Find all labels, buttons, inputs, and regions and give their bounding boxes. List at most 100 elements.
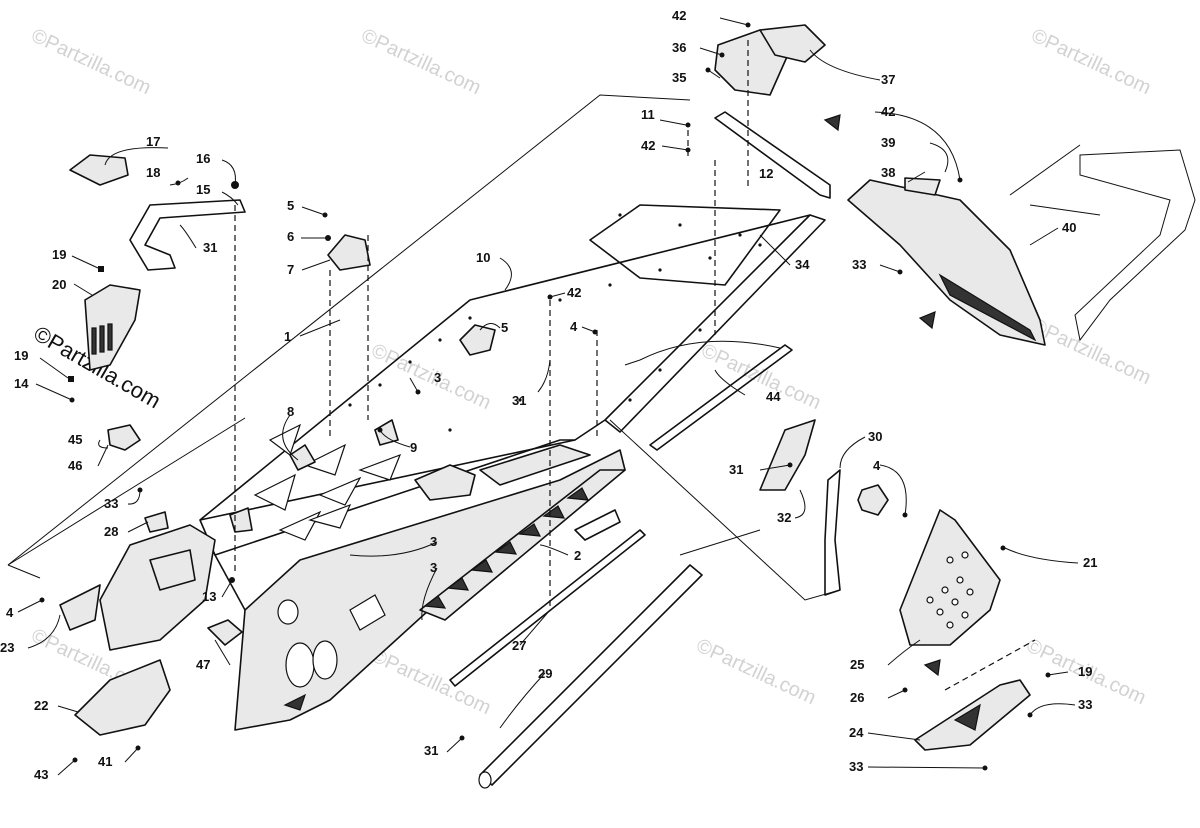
- plate-25-holes: [926, 551, 974, 629]
- tunnel-hole: [312, 640, 338, 680]
- reflector-39: [904, 177, 941, 196]
- callout-29: 29: [538, 666, 552, 681]
- callout-28: 28: [104, 524, 118, 539]
- callout-18: 18: [146, 165, 160, 180]
- callout-12: 12: [759, 166, 773, 181]
- rail-44: [649, 344, 793, 451]
- bracket-45: [107, 424, 141, 451]
- callout-46: 46: [68, 458, 82, 473]
- rear-parts: [714, 24, 1196, 346]
- callout-42: 42: [881, 104, 895, 119]
- fasteners: [39, 22, 1051, 771]
- bracket-9: [414, 464, 476, 501]
- callout-15: 15: [196, 182, 210, 197]
- cap-37: [759, 24, 826, 63]
- callout-5: 5: [287, 198, 294, 213]
- callout-2: 2: [574, 548, 581, 563]
- bracket-47: [207, 619, 243, 646]
- callout-41: 41: [98, 754, 112, 769]
- upper-rail: [479, 444, 591, 486]
- rail-27: [449, 529, 646, 687]
- leader-lines: [17, 17, 1079, 776]
- callout-38: 38: [881, 165, 895, 180]
- callout-42: 42: [672, 8, 686, 23]
- callout-4: 4: [6, 605, 14, 620]
- callout-40: 40: [1062, 220, 1076, 235]
- callout-10: 10: [476, 250, 490, 265]
- callout-3: 3: [430, 534, 437, 549]
- rivets: [348, 213, 762, 432]
- callout-23: 23: [0, 640, 14, 655]
- steering-bracket: [69, 154, 246, 371]
- callout-16: 16: [196, 151, 210, 166]
- callout-19: 19: [14, 348, 28, 363]
- callout-1: 1: [284, 329, 291, 344]
- gear-4: [857, 484, 889, 516]
- callout-45: 45: [68, 432, 82, 447]
- callout-42: 42: [567, 285, 581, 300]
- callout-42: 42: [641, 138, 655, 153]
- callout-31: 31: [729, 462, 743, 477]
- callout-5: 5: [501, 320, 508, 335]
- callout-13: 13: [202, 589, 216, 604]
- callout-labels: 1 2 3 3 3 4 4 4 4 4 5 5 6 7 8 9 10 11 12…: [0, 8, 1097, 782]
- skid-plate-22: [74, 659, 171, 736]
- callout-9: 9: [410, 440, 417, 455]
- tunnel-hole: [277, 599, 299, 625]
- callout-36: 36: [672, 40, 686, 55]
- callout-35: 35: [672, 70, 686, 85]
- bumper-outline: [1074, 149, 1196, 342]
- watermark: ©Partzilla.com: [693, 635, 819, 710]
- heat-exchanger: [419, 469, 626, 621]
- tube-29: [479, 564, 703, 786]
- callout-25: 25: [850, 657, 864, 672]
- watermark: ©Partzilla.com: [358, 25, 484, 100]
- bracket-28: [144, 511, 169, 533]
- callout-33: 33: [849, 759, 863, 774]
- callout-20: 20: [52, 277, 66, 292]
- callout-31: 31: [203, 240, 217, 255]
- callout-37: 37: [881, 72, 895, 87]
- callout-4: 4: [570, 319, 578, 334]
- callout-3: 3: [434, 370, 441, 385]
- front-bulkhead: [59, 424, 243, 736]
- flap-38: [847, 179, 1046, 346]
- callout-22: 22: [34, 698, 48, 713]
- callout-26: 26: [850, 690, 864, 705]
- assembly-lines: [234, 40, 1036, 691]
- front-brackets: [229, 234, 496, 533]
- callout-33: 33: [104, 496, 118, 511]
- plate-23: [59, 584, 101, 631]
- callout-19: 19: [52, 247, 66, 262]
- callout-27: 27: [512, 638, 526, 653]
- heat-exchanger-fins: [423, 487, 590, 609]
- callout-14: 14: [14, 376, 29, 391]
- callout-17: 17: [146, 134, 160, 149]
- callout-32: 32: [777, 510, 791, 525]
- callout-21: 21: [1083, 555, 1097, 570]
- callout-7: 7: [287, 262, 294, 277]
- rails: [449, 344, 793, 789]
- cover-17: [69, 154, 129, 186]
- bracket-2: [574, 509, 621, 541]
- tunnel-cutouts: [253, 423, 402, 541]
- callout-11: 11: [641, 107, 655, 122]
- callout-33: 33: [852, 257, 866, 272]
- callout-47: 47: [196, 657, 210, 672]
- callout-43: 43: [34, 767, 48, 782]
- callout-31: 31: [424, 743, 438, 758]
- strap-30: [824, 469, 841, 596]
- plate-25: [899, 509, 1001, 646]
- rail-12: [714, 111, 831, 199]
- watermark: ©Partzilla.com: [28, 25, 154, 100]
- brace-32: [759, 419, 816, 491]
- callout-4: 4: [873, 458, 881, 473]
- tunnel-chassis: [199, 204, 826, 731]
- callout-19: 19: [1078, 664, 1092, 679]
- callout-33: 33: [1078, 697, 1092, 712]
- callout-6: 6: [287, 229, 294, 244]
- callout-30: 30: [868, 429, 882, 444]
- assembly-outline: [7, 94, 691, 579]
- callout-31: 31: [512, 393, 526, 408]
